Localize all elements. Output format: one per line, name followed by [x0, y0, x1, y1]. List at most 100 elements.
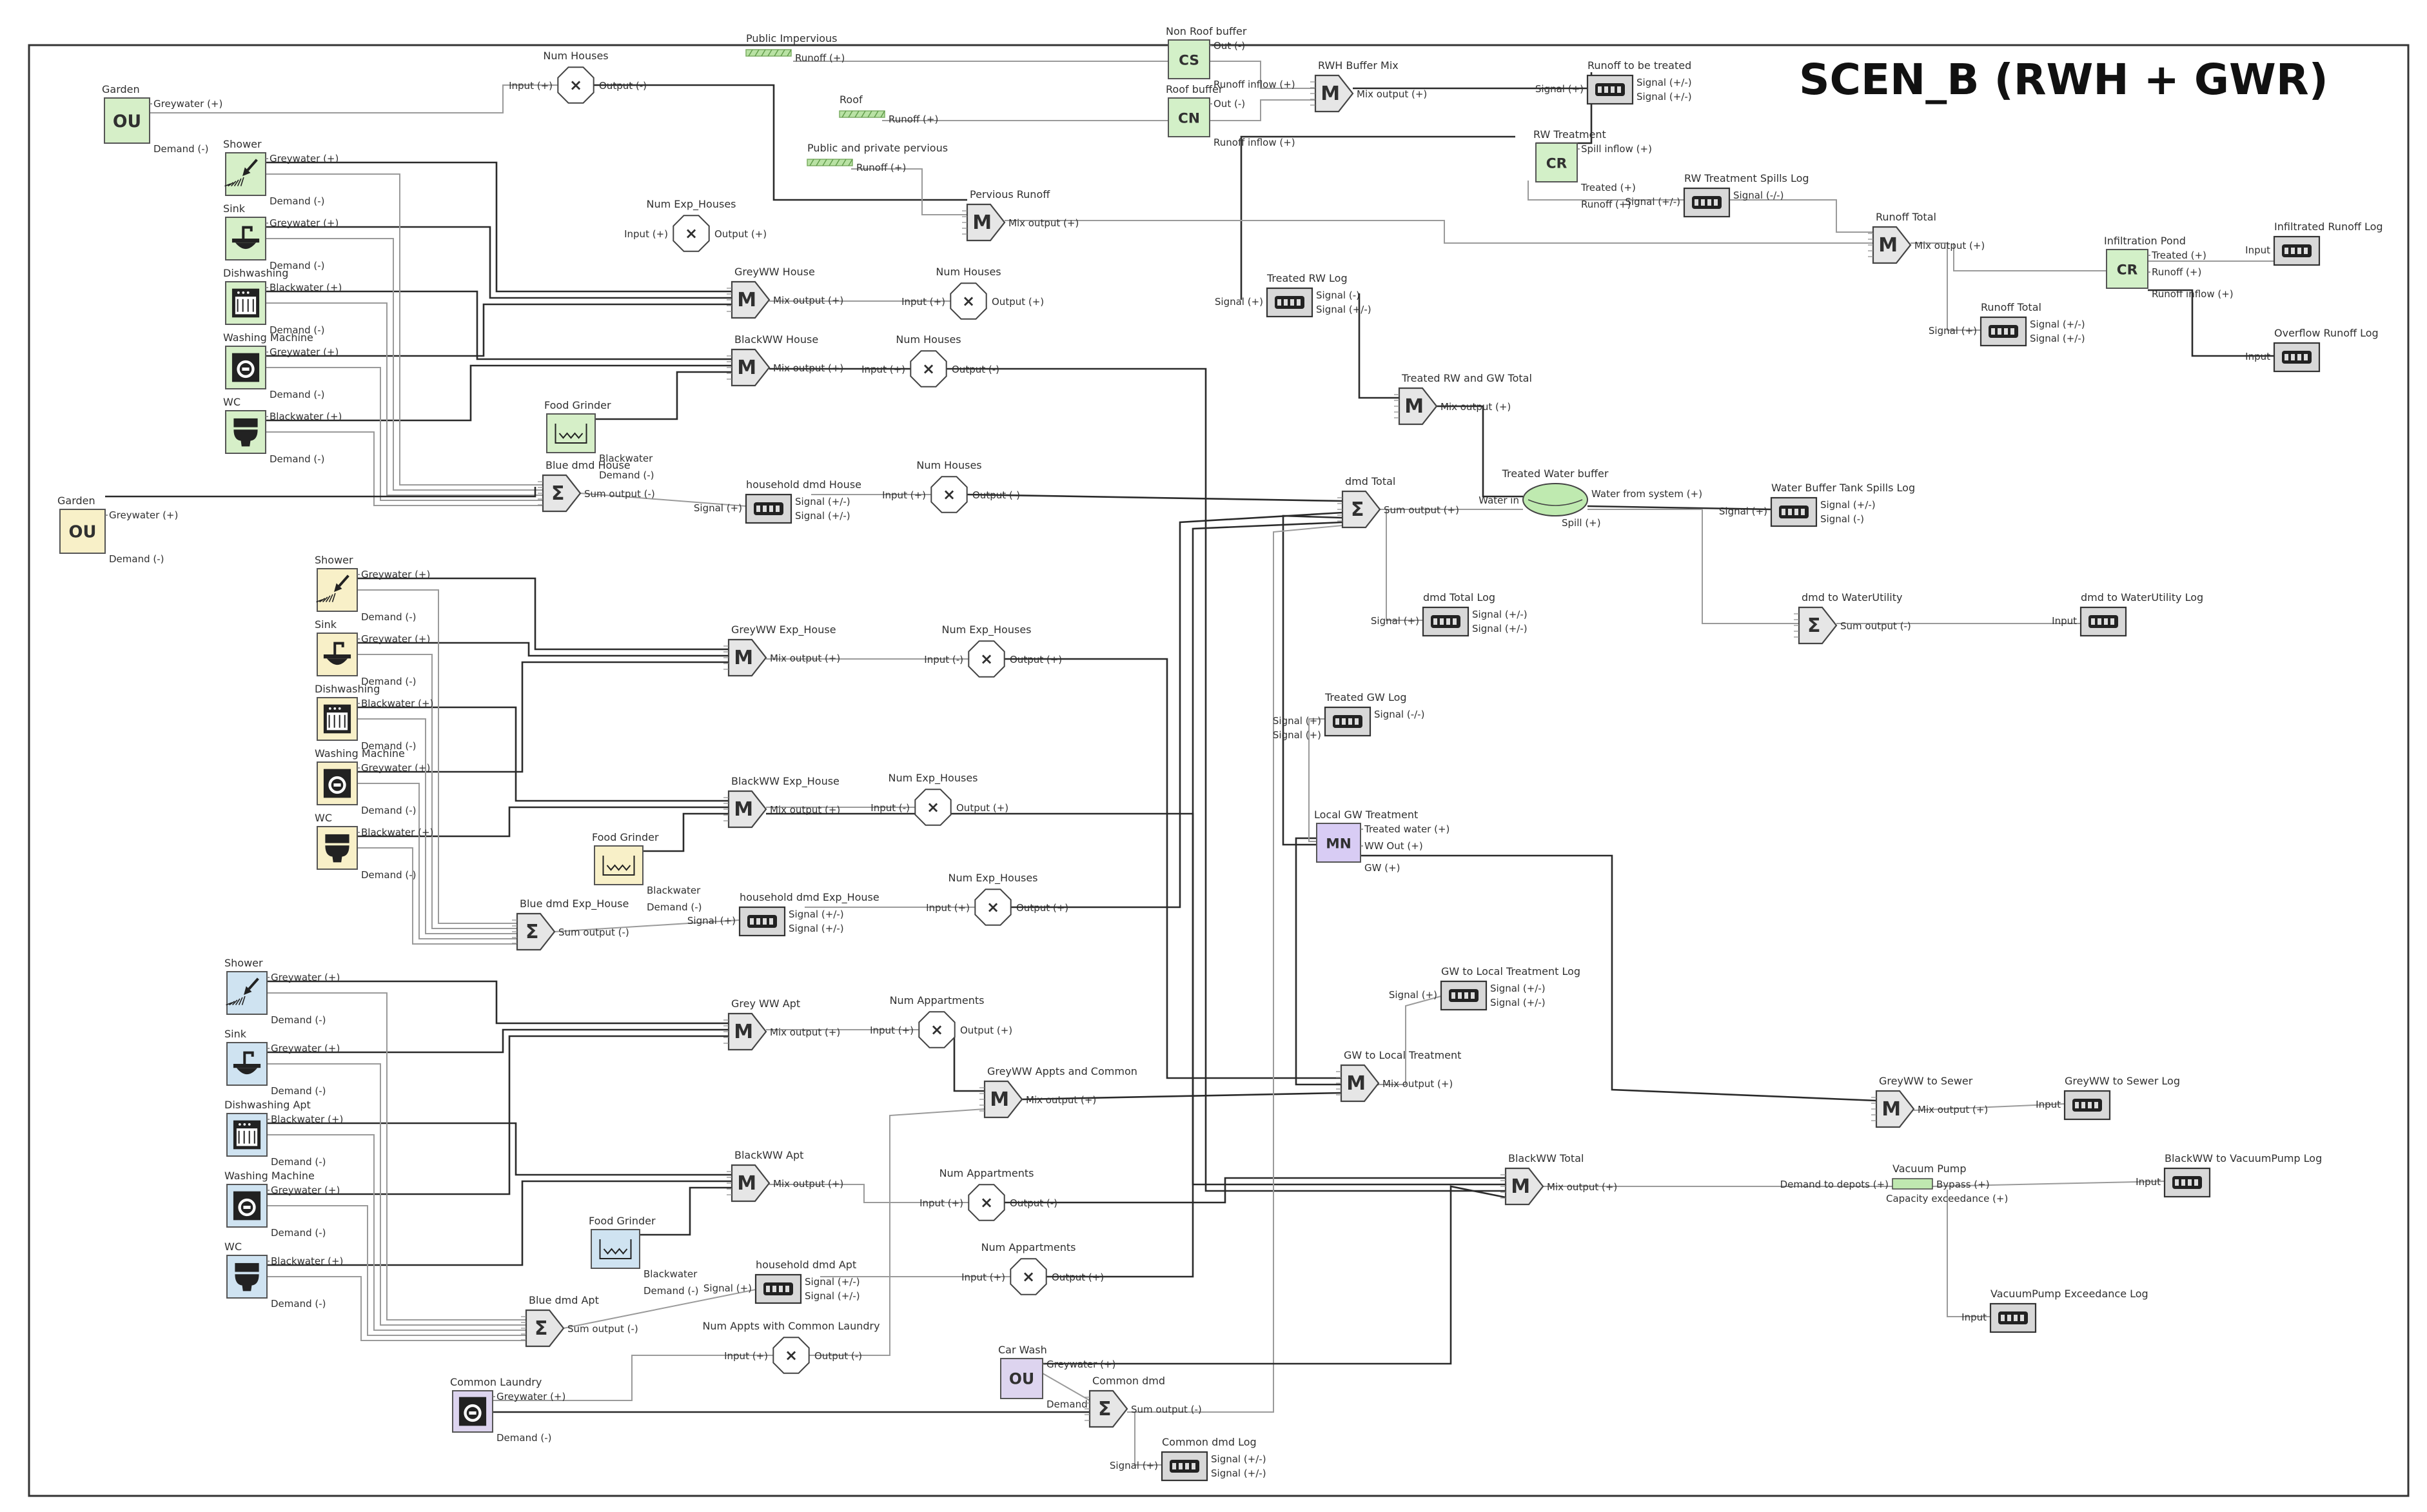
connection-wire[interactable]	[1528, 181, 1684, 201]
connection-wire[interactable]	[266, 238, 543, 491]
connection-wire[interactable]	[357, 654, 517, 929]
connection-wire[interactable]	[769, 1184, 970, 1203]
connection-wire[interactable]	[1005, 220, 1873, 244]
connection-wire[interactable]	[266, 226, 732, 299]
connection-wire[interactable]	[1135, 525, 1343, 1413]
connection-wire[interactable]	[267, 1276, 526, 1341]
connection-wire[interactable]	[1295, 837, 1379, 1086]
connection-wire[interactable]	[1045, 521, 1343, 1278]
connection-wire[interactable]	[357, 661, 729, 773]
connection-wire[interactable]	[1210, 61, 1315, 89]
connection-wire[interactable]	[1361, 854, 1877, 1102]
connection-wire[interactable]	[554, 919, 740, 932]
connection-wire[interactable]	[1010, 511, 1343, 908]
connection-wire[interactable]	[1953, 243, 2107, 271]
connection-wire[interactable]	[266, 431, 543, 506]
connection-wire[interactable]	[1386, 509, 1423, 621]
connection-wire[interactable]	[595, 371, 732, 420]
connection-wire[interactable]	[1932, 1181, 2165, 1187]
connection-wire[interactable]	[267, 1028, 729, 1054]
connection-wire[interactable]	[105, 487, 536, 498]
connection-wire[interactable]	[1282, 515, 1343, 846]
connection-wire[interactable]	[1437, 405, 1523, 498]
connection-wire[interactable]	[266, 161, 732, 293]
connection-wire[interactable]	[357, 642, 729, 657]
connection-wire[interactable]	[267, 980, 729, 1025]
connection-wire[interactable]	[267, 1134, 526, 1331]
connection-wire[interactable]	[851, 168, 967, 215]
connection-wire[interactable]	[1676, 199, 1873, 233]
connection-wire[interactable]	[808, 1108, 985, 1356]
connection-wire[interactable]	[769, 368, 1506, 1192]
connection-wire[interactable]	[357, 706, 729, 802]
connection-wire[interactable]	[1043, 1185, 1506, 1365]
connection-wire[interactable]	[150, 84, 559, 113]
connection-wire[interactable]	[267, 992, 526, 1321]
connection-wire[interactable]	[1587, 509, 1799, 624]
connection-wire[interactable]	[357, 577, 729, 651]
connection-wire[interactable]	[357, 718, 517, 934]
connection-wire[interactable]	[266, 303, 732, 357]
connection-wire[interactable]	[1042, 1373, 1090, 1401]
connection-wire[interactable]	[357, 806, 729, 838]
connection-wire[interactable]	[267, 1035, 729, 1195]
connection-wire[interactable]	[267, 1180, 732, 1266]
connection-wire[interactable]	[1127, 1411, 1162, 1466]
connection-wire[interactable]	[266, 367, 543, 501]
connection-wire[interactable]	[357, 783, 517, 939]
